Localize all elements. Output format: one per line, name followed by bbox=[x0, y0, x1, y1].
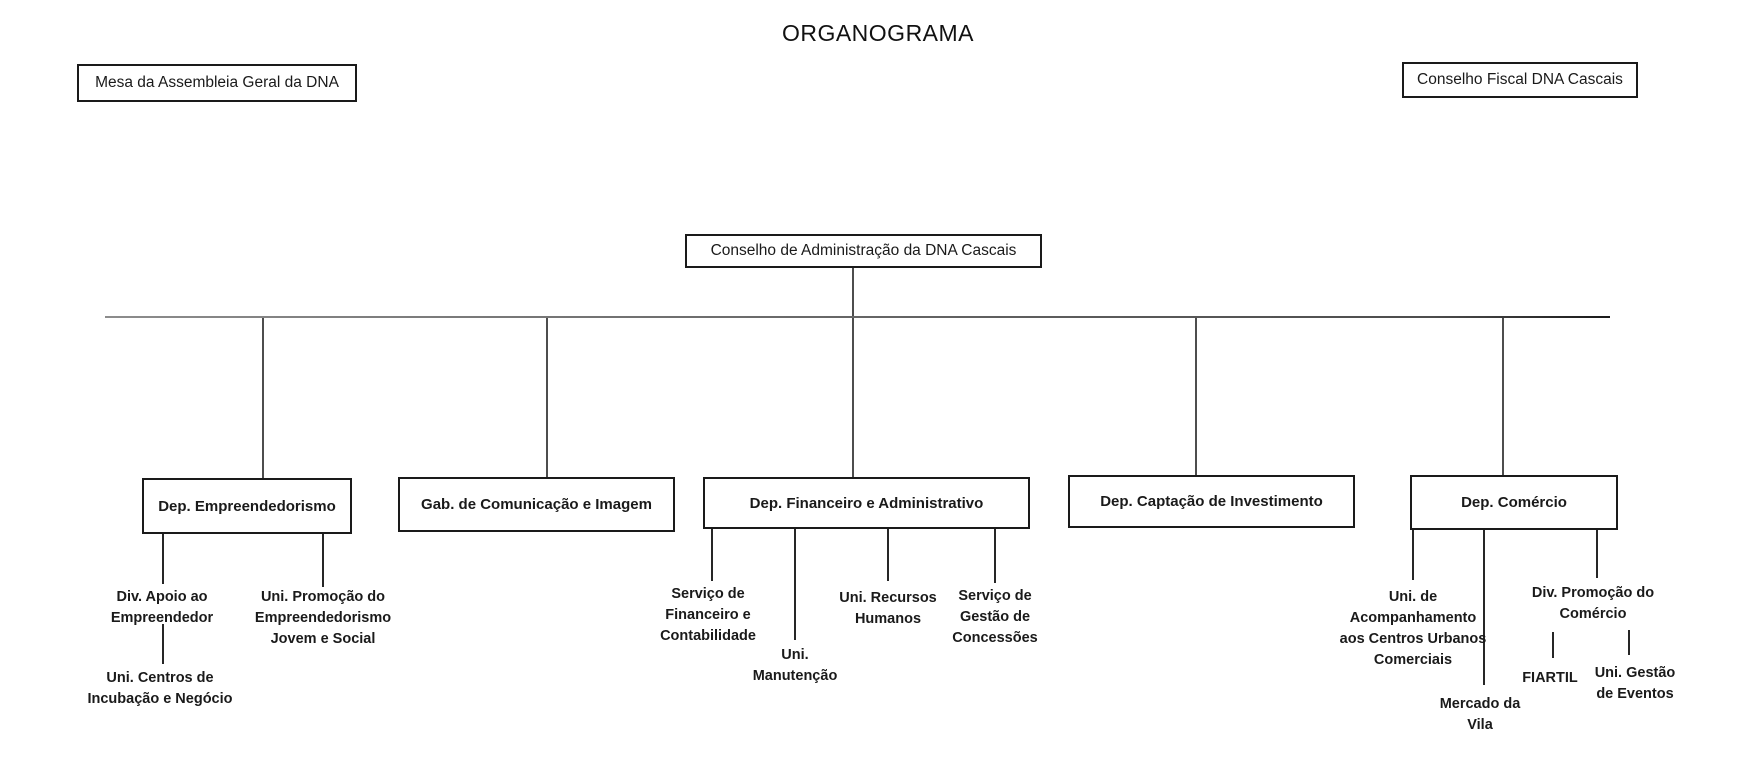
node-conselho-administracao: Conselho de Administração da DNA Cascais bbox=[685, 234, 1042, 268]
node-div-apoio-empreendedor: Div. Apoio ao Empreendedor bbox=[110, 589, 214, 626]
connector-root-to-bar bbox=[852, 268, 854, 316]
connector-fin-to-uni-manutencao bbox=[794, 529, 796, 640]
connector-fin-to-servico-gestao bbox=[994, 529, 996, 583]
connector-com-to-mercado-vila bbox=[1483, 530, 1485, 685]
node-mesa-assembleia-geral: Mesa da Assembleia Geral da DNA bbox=[77, 64, 357, 102]
node-dep-financeiro-administrativo: Dep. Financeiro e Administrativo bbox=[703, 477, 1030, 529]
node-servico-gestao-concessoes: Serviço de Gestão de Concessões bbox=[952, 588, 1038, 646]
connector-div-apoio-to-uni-centros bbox=[162, 624, 164, 664]
connector-bar-to-empreendedorismo bbox=[262, 318, 264, 478]
node-uni-centros-incubacao: Uni. Centros de Incubação e Negócio bbox=[87, 670, 233, 707]
connector-fin-to-servico-financeiro bbox=[711, 529, 713, 581]
connector-div-promocao-to-fiartil bbox=[1552, 632, 1554, 658]
node-dep-comercio: Dep. Comércio bbox=[1410, 475, 1618, 530]
node-dep-empreendedorismo: Dep. Empreendedorismo bbox=[142, 478, 352, 534]
connector-main-bar bbox=[105, 316, 1610, 318]
node-uni-manutencao: Uni. Manutenção bbox=[752, 647, 838, 684]
node-conselho-fiscal: Conselho Fiscal DNA Cascais bbox=[1402, 62, 1638, 98]
connector-bar-to-financeiro bbox=[852, 318, 854, 477]
connector-bar-to-captacao bbox=[1195, 318, 1197, 475]
node-gab-comunicacao-imagem: Gab. de Comunicação e Imagem bbox=[398, 477, 675, 532]
connector-div-promocao-to-uni-gestao bbox=[1628, 630, 1630, 655]
node-div-promocao-comercio: Div. Promoção do Comércio bbox=[1531, 585, 1655, 622]
connector-com-to-uni-acompanhamento bbox=[1412, 530, 1414, 580]
connector-emp-to-div-apoio bbox=[162, 534, 164, 584]
node-fiartil: FIARTIL bbox=[1522, 670, 1578, 686]
connector-bar-to-comunicacao bbox=[546, 318, 548, 477]
node-uni-acompanhamento-centros-urbanos: Uni. de Acompanhamento aos Centros Urban… bbox=[1339, 589, 1487, 668]
node-mercado-da-vila: Mercado da Vila bbox=[1439, 696, 1521, 733]
node-uni-recursos-humanos: Uni. Recursos Humanos bbox=[839, 590, 937, 627]
connector-fin-to-uni-recursos bbox=[887, 529, 889, 581]
connector-emp-to-uni-promocao bbox=[322, 534, 324, 587]
node-servico-financeiro-contabilidade: Serviço de Financeiro e Contabilidade bbox=[660, 586, 756, 644]
connector-bar-to-comercio bbox=[1502, 318, 1504, 475]
node-dep-captacao-investimento: Dep. Captação de Investimento bbox=[1068, 475, 1355, 528]
node-uni-promocao-empreendedorismo: Uni. Promoção do Empreendedorismo Jovem … bbox=[254, 589, 392, 647]
chart-title: ORGANOGRAMA bbox=[781, 20, 975, 46]
connector-com-to-div-promocao bbox=[1596, 530, 1598, 578]
node-uni-gestao-eventos: Uni. Gestão de Eventos bbox=[1594, 665, 1676, 702]
